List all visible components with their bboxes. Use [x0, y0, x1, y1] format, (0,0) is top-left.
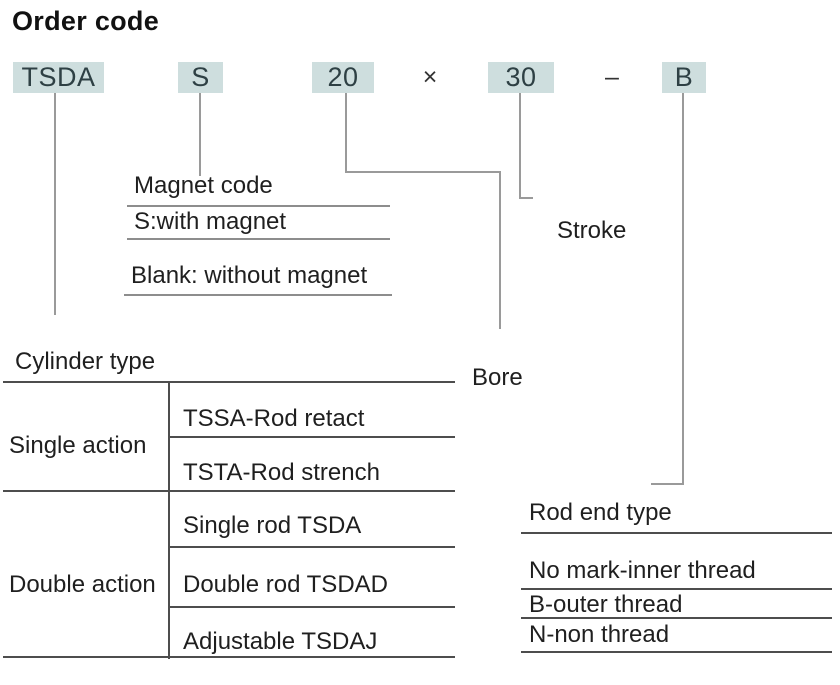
- code-segment-stroke: 30: [488, 62, 554, 93]
- magnet-underline-2: [127, 238, 390, 240]
- rod-end-option-non: N-non thread: [529, 621, 670, 648]
- magnet-option-with: S:with magnet: [134, 208, 287, 235]
- magnet-option-without: Blank: without magnet: [131, 262, 368, 289]
- rod-end-underline-4: [521, 651, 832, 653]
- magnet-underline-1: [127, 205, 390, 207]
- rod-end-underline-3: [521, 617, 832, 619]
- cylinder-table-line-bottom: [3, 656, 455, 658]
- multiply-sign: ×: [422, 63, 438, 91]
- single-action-label: Single action: [9, 432, 147, 459]
- double-action-label: Double action: [9, 571, 156, 598]
- cylinder-table-line-row3: [170, 606, 455, 608]
- leader-line-rod-end: [682, 93, 684, 485]
- code-segment-rod-end: B: [662, 62, 706, 93]
- code-segment-magnet: S: [178, 62, 223, 93]
- dash-sign: –: [605, 63, 619, 91]
- leader-line-magnet: [199, 93, 201, 176]
- leader-line-bore-elbow: [345, 171, 501, 173]
- rod-end-option-no-mark: No mark-inner thread: [529, 557, 756, 584]
- cylinder-table-line-top: [3, 381, 455, 383]
- leader-line-stroke-tick: [519, 197, 533, 199]
- double-action-item-tsdad: Double rod TSDAD: [183, 571, 388, 598]
- page-title: Order code: [12, 6, 160, 36]
- leader-line-series: [54, 93, 56, 315]
- rod-end-underline-1: [521, 532, 832, 534]
- cylinder-table-line-mid: [3, 490, 455, 492]
- cylinder-table-line-row2: [170, 546, 455, 548]
- rod-end-option-outer: B-outer thread: [529, 591, 683, 618]
- double-action-item-tsda: Single rod TSDA: [183, 512, 362, 539]
- cylinder-type-title: Cylinder type: [15, 348, 156, 375]
- rod-end-type-title: Rod end type: [529, 499, 672, 526]
- leader-line-rod-end-elbow: [651, 483, 684, 485]
- leader-line-stroke: [519, 93, 521, 199]
- single-action-item-tsta: TSTA-Rod strench: [183, 459, 380, 486]
- rod-end-underline-2: [521, 588, 832, 590]
- cylinder-table-line-row1: [170, 436, 455, 438]
- stroke-label: Stroke: [557, 217, 627, 244]
- magnet-underline-3: [124, 294, 392, 296]
- single-action-item-tssa: TSSA-Rod retact: [183, 405, 365, 432]
- code-segment-series: TSDA: [13, 62, 104, 93]
- double-action-item-tsdaj: Adjustable TSDAJ: [183, 628, 378, 655]
- leader-line-bore-drop: [345, 93, 347, 173]
- cylinder-table-divider: [168, 381, 170, 659]
- bore-label: Bore: [472, 364, 523, 391]
- code-segment-bore: 20: [312, 62, 374, 93]
- magnet-code-title: Magnet code: [134, 172, 273, 199]
- leader-line-bore-vertical: [499, 171, 501, 329]
